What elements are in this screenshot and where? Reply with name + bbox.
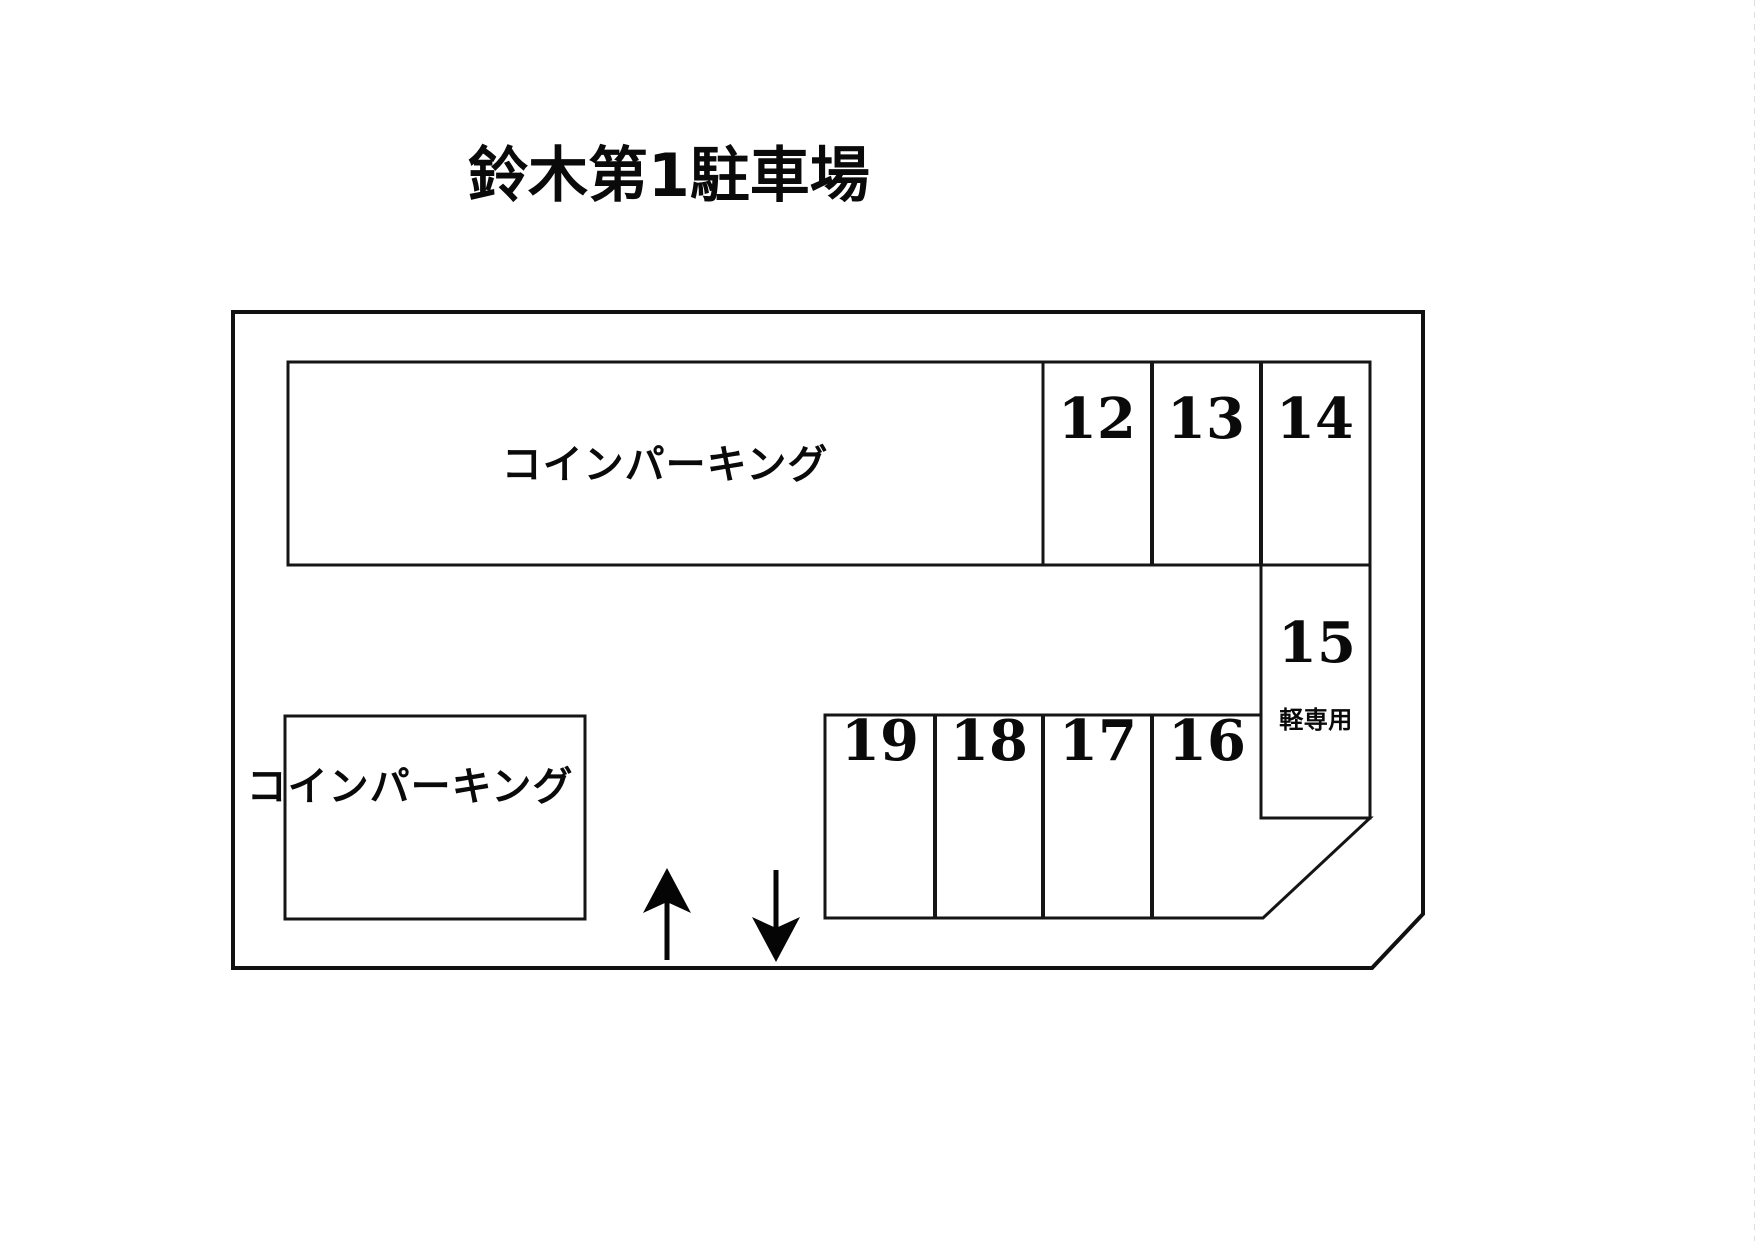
stall-16-number: 16 bbox=[1168, 708, 1246, 774]
lot-outer-boundary bbox=[231, 310, 1425, 970]
page-title: 鈴木第1駐車場 bbox=[468, 141, 870, 211]
coin-parking-upper-label: コインパーキング bbox=[502, 442, 829, 488]
stall-17-number: 17 bbox=[1059, 708, 1137, 774]
stall-15-kei-note: 軽専用 bbox=[1279, 706, 1353, 734]
coin-parking-lower-label: コインパーキング bbox=[247, 764, 574, 810]
stall-18-number: 18 bbox=[950, 708, 1028, 774]
coin-parking-lower-block bbox=[283, 714, 587, 921]
stall-13-number: 13 bbox=[1167, 386, 1245, 452]
stall-15-block bbox=[1259, 563, 1372, 820]
stall-14-number: 14 bbox=[1276, 386, 1354, 452]
stall-12-number: 12 bbox=[1058, 386, 1136, 452]
bottom-stall-row-block bbox=[823, 713, 1374, 920]
stall-15-number: 15 bbox=[1278, 610, 1356, 676]
entry-arrow-up bbox=[643, 868, 691, 960]
stall-19-number: 19 bbox=[841, 708, 919, 774]
exit-arrow-down bbox=[752, 870, 800, 962]
top-stall-row-block bbox=[1041, 360, 1372, 567]
